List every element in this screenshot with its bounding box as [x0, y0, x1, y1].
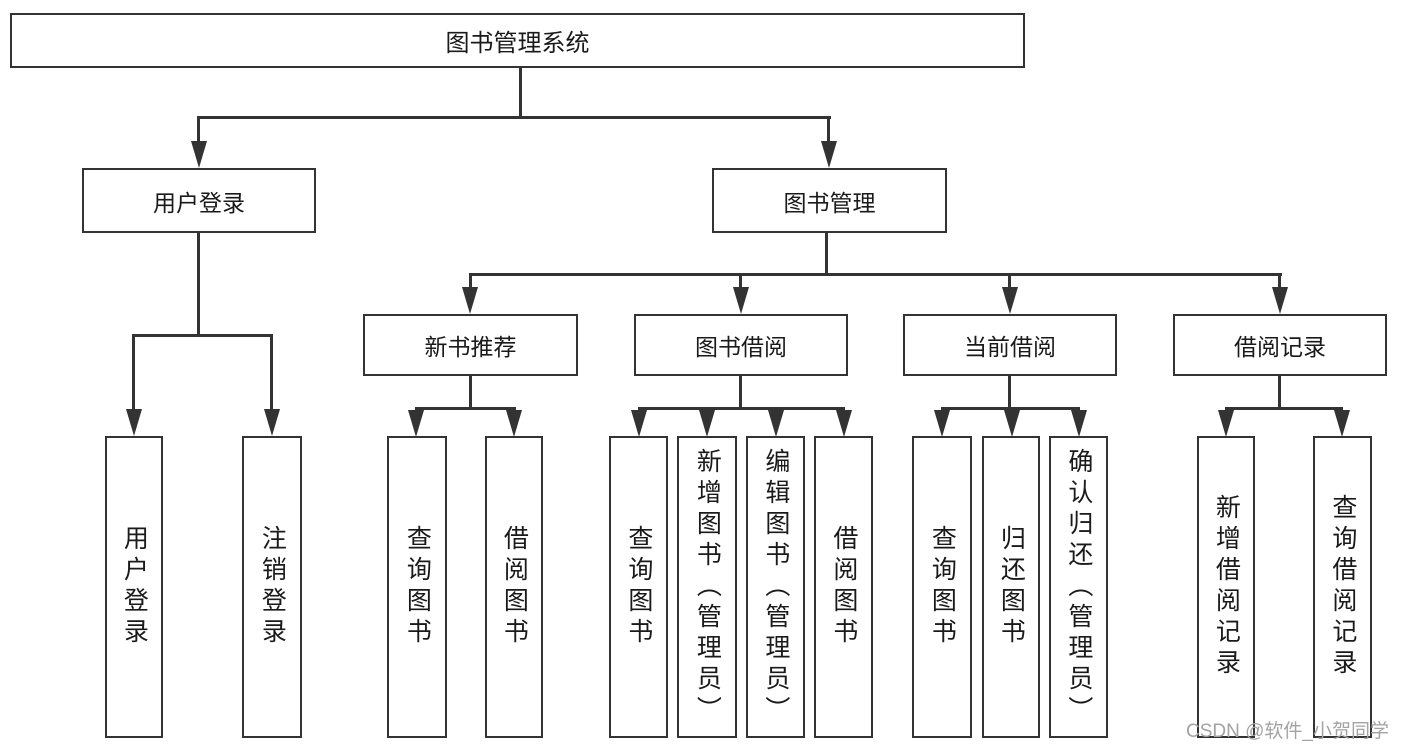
- arrow-down-icon: [1071, 410, 1087, 437]
- node-label: 编辑图书（管理员）: [761, 447, 790, 727]
- node-label: 图书管理: [783, 189, 876, 216]
- node-label: 当前借阅: [964, 334, 1056, 360]
- node-label: 新增借阅记录: [1212, 494, 1241, 680]
- connector-stem: [197, 233, 200, 336]
- connector-line: [198, 116, 831, 119]
- csdn-watermark: CSDN @软件_小贺同学: [1186, 721, 1389, 742]
- node-label: 注销登录: [258, 525, 287, 649]
- leaf-edit-books-admin: 编辑图书（管理员）: [746, 436, 805, 738]
- connector-line: [638, 407, 845, 410]
- arrow-down-icon: [1004, 410, 1020, 437]
- leaf-query-books-borrowing: 查询图书: [609, 436, 668, 738]
- connector-line: [469, 273, 1282, 276]
- leaf-user-login: 用户登录: [105, 436, 163, 738]
- node-book-management: 图书管理: [712, 168, 947, 233]
- leaf-add-books-admin: 新增图书（管理员）: [677, 436, 737, 738]
- arrow-down-icon: [699, 410, 715, 437]
- connector-stem: [197, 116, 200, 144]
- connector-stem: [270, 334, 273, 412]
- connector-stem: [132, 334, 135, 412]
- node-user-login: 用户登录: [82, 168, 316, 233]
- arrow-down-icon: [1334, 410, 1350, 437]
- node-label: 借阅记录: [1234, 334, 1326, 360]
- connector-stem: [827, 116, 830, 144]
- connector-stem: [469, 273, 472, 291]
- node-book-borrowing: 图书借阅: [634, 314, 848, 376]
- arrow-down-icon: [631, 410, 647, 437]
- arrow-down-icon: [1272, 287, 1288, 314]
- node-label: 新书推荐: [424, 334, 517, 360]
- connector-stem: [519, 68, 522, 117]
- arrow-down-icon: [1002, 287, 1018, 314]
- connector-stem: [739, 273, 742, 291]
- node-borrowing-records: 借阅记录: [1173, 314, 1387, 376]
- arrow-down-icon: [191, 141, 207, 168]
- node-label: 查询图书: [928, 525, 957, 649]
- leaf-query-books-recommend: 查询图书: [387, 436, 447, 738]
- connector-line: [1225, 407, 1343, 410]
- connector-line: [132, 334, 273, 337]
- leaf-query-borrow-record: 查询借阅记录: [1313, 436, 1372, 738]
- node-label: 用户登录: [120, 525, 149, 649]
- leaf-add-borrow-record: 新增借阅记录: [1197, 436, 1255, 738]
- arrow-down-icon: [821, 141, 837, 168]
- connector-stem: [825, 233, 828, 276]
- connector-stem: [469, 376, 472, 410]
- leaf-return-books: 归还图书: [982, 436, 1040, 738]
- arrow-down-icon: [733, 287, 749, 314]
- leaf-borrow-books: 借阅图书: [814, 436, 873, 738]
- node-label: 新增图书（管理员）: [693, 447, 722, 727]
- node-label: 图书管理系统: [445, 30, 590, 57]
- node-label: 借阅图书: [829, 525, 858, 649]
- node-label: 查询借阅记录: [1328, 494, 1357, 680]
- arrow-down-icon: [506, 410, 522, 437]
- arrow-down-icon: [1218, 410, 1234, 437]
- connector-stem: [1008, 376, 1011, 410]
- node-new-book-recommendation: 新书推荐: [363, 314, 578, 376]
- node-label: 借阅图书: [500, 525, 529, 649]
- node-label: 确认归还（管理员）: [1064, 447, 1093, 727]
- leaf-borrow-books-recommend: 借阅图书: [485, 436, 543, 738]
- arrow-down-icon: [126, 409, 142, 436]
- node-label: 查询图书: [403, 525, 432, 649]
- node-label: 归还图书: [997, 525, 1026, 649]
- node-label: 用户登录: [153, 189, 245, 216]
- node-label: 图书借阅: [695, 334, 787, 360]
- connector-stem: [1278, 273, 1281, 291]
- arrow-down-icon: [836, 410, 852, 437]
- node-label: 查询图书: [624, 525, 653, 649]
- arrow-down-icon: [934, 410, 950, 437]
- arrow-down-icon: [408, 410, 424, 437]
- leaf-logout: 注销登录: [242, 436, 302, 738]
- connector-line: [415, 407, 516, 410]
- leaf-confirm-return-admin: 确认归还（管理员）: [1049, 436, 1108, 738]
- arrow-down-icon: [462, 287, 478, 314]
- connector-stem: [739, 376, 742, 410]
- leaf-query-books-current: 查询图书: [912, 436, 972, 738]
- node-library-management-system: 图书管理系统: [10, 13, 1025, 68]
- node-current-borrowing: 当前借阅: [903, 314, 1117, 376]
- connector-stem: [1008, 273, 1011, 291]
- connector-stem: [1278, 376, 1281, 410]
- arrow-down-icon: [768, 410, 784, 437]
- arrow-down-icon: [264, 409, 280, 436]
- connector-line: [941, 407, 1080, 410]
